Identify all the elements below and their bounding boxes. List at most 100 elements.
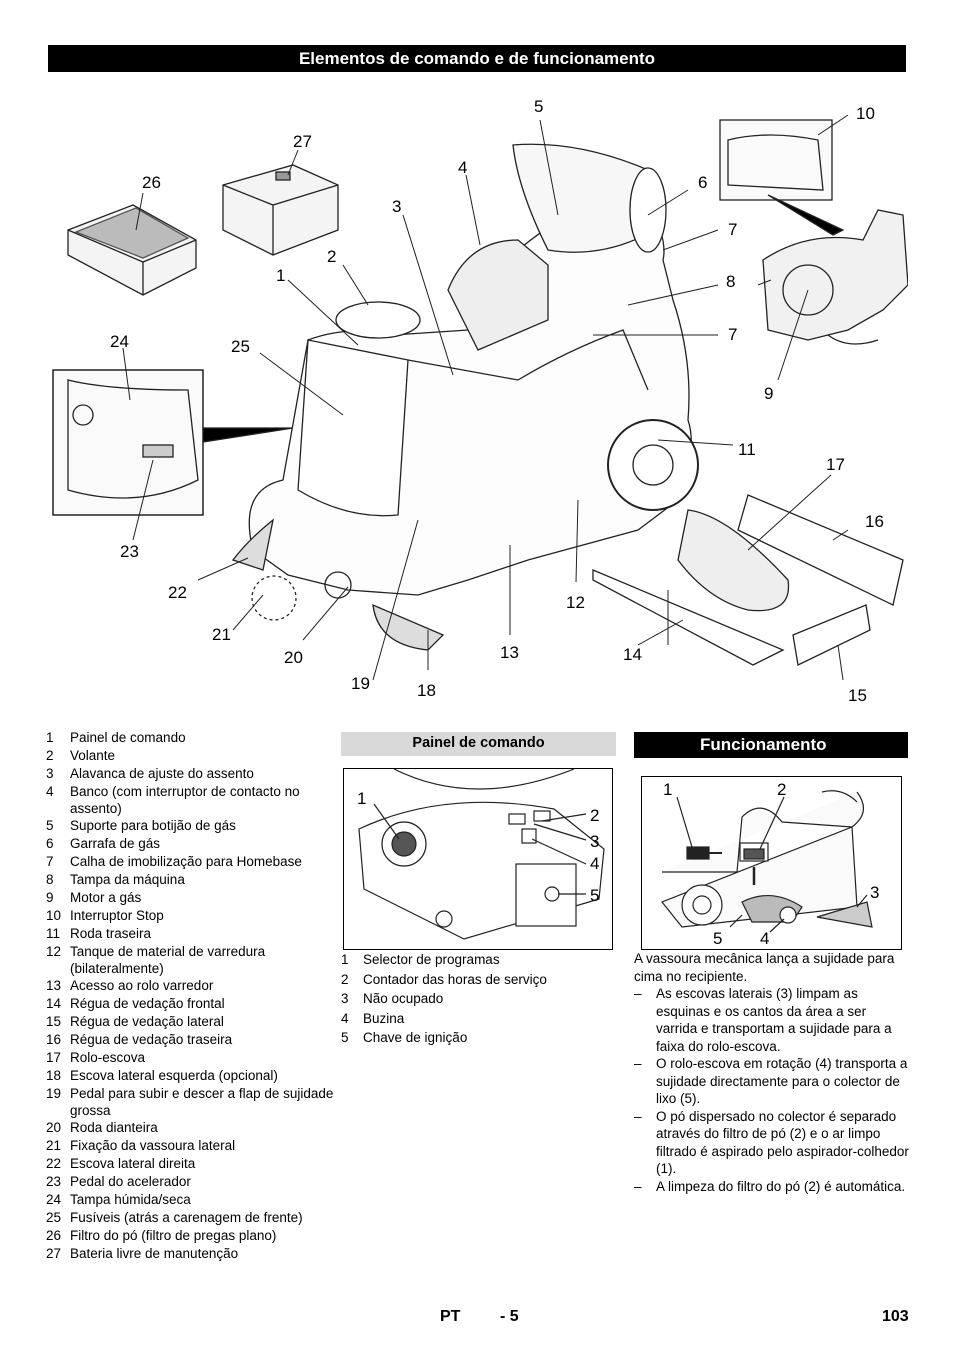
callout-12: 12 — [566, 593, 585, 612]
sweeper-drawing — [52, 114, 909, 681]
panel-callout-3: 3 — [590, 832, 600, 851]
callout-7a: 7 — [728, 220, 738, 239]
function-bullet: –A limpeza do filtro do pó (2) é automát… — [634, 1178, 906, 1194]
callout-22: 22 — [168, 583, 187, 602]
function-drawing — [661, 790, 873, 933]
stop-switch-inset — [719, 119, 833, 201]
brush-roller-drawing — [677, 509, 790, 612]
rear-wheel-drawing — [607, 419, 699, 511]
footer-language: PT — [440, 1308, 461, 1325]
panel-callout-2: 2 — [590, 806, 600, 825]
control-panel-heading: Painel de comando — [341, 732, 616, 756]
control-panel-figure: 1 2 3 4 5 — [343, 768, 613, 950]
callout-4: 4 — [458, 158, 468, 177]
function-bullet: –As escovas laterais (3) limpam as esqui… — [634, 986, 892, 1054]
function-bullet: –O rolo-escova em rotação (4) transporta… — [634, 1056, 908, 1106]
callout-5: 5 — [534, 97, 544, 116]
callout-17: 17 — [826, 455, 845, 474]
function-callout-2: 2 — [777, 780, 787, 799]
callout-15: 15 — [848, 686, 867, 705]
callout-7b: 7 — [728, 325, 738, 344]
gas-engine-drawing — [762, 209, 909, 341]
footer-page-number: 103 — [882, 1308, 909, 1325]
function-text: A vassoura mecânica lança a sujidade par… — [634, 950, 910, 1195]
callout-9: 9 — [764, 384, 774, 403]
side-sealing-strip — [792, 604, 871, 666]
callout-6: 6 — [698, 173, 708, 192]
callout-3: 3 — [392, 197, 402, 216]
function-callout-4: 4 — [760, 929, 770, 948]
panel-callout-5: 5 — [590, 886, 600, 905]
callout-24: 24 — [110, 332, 129, 351]
function-callout-1: 1 — [663, 780, 673, 799]
callout-16: 16 — [865, 512, 884, 531]
rear-sealing-strip — [737, 494, 904, 606]
panel-callout-1: 1 — [357, 789, 367, 808]
callout-1: 1 — [276, 266, 286, 285]
control-panel-drawing — [358, 768, 605, 940]
callout-26: 26 — [142, 173, 161, 192]
function-callout-5: 5 — [713, 929, 723, 948]
section-title: Elementos de comando e de funcionamento — [48, 45, 906, 72]
callout-13: 13 — [500, 643, 519, 662]
callout-14: 14 — [623, 645, 642, 664]
inset-pointer — [202, 427, 294, 443]
function-callout-3: 3 — [870, 883, 880, 902]
callout-25: 25 — [231, 337, 250, 356]
machine-illustration: 1 2 3 4 5 6 7 7 8 9 10 11 12 13 14 15 16… — [48, 90, 909, 710]
callout-18: 18 — [417, 681, 436, 700]
panel-callout-4: 4 — [590, 854, 600, 873]
footer-page-ref: - 5 — [500, 1308, 519, 1325]
callout-2: 2 — [327, 247, 337, 266]
front-sealing-strip — [592, 569, 785, 666]
callout-27: 27 — [293, 132, 312, 151]
callout-11: 11 — [738, 440, 756, 459]
function-figure: 1 2 3 4 5 — [641, 776, 902, 950]
callout-21: 21 — [212, 625, 231, 644]
function-heading: Funcionamento — [634, 732, 908, 758]
function-intro: A vassoura mecânica lança a sujidade par… — [634, 951, 895, 984]
callout-20: 20 — [284, 648, 303, 667]
inset-wet-dry-cover — [52, 369, 204, 516]
callout-8: 8 — [726, 272, 736, 291]
callout-19: 19 — [351, 674, 370, 693]
callout-23: 23 — [120, 542, 139, 561]
callout-10: 10 — [856, 104, 875, 123]
function-bullet: –O pó dispersado no colector é separado … — [634, 1108, 909, 1177]
battery-drawing — [222, 164, 339, 256]
